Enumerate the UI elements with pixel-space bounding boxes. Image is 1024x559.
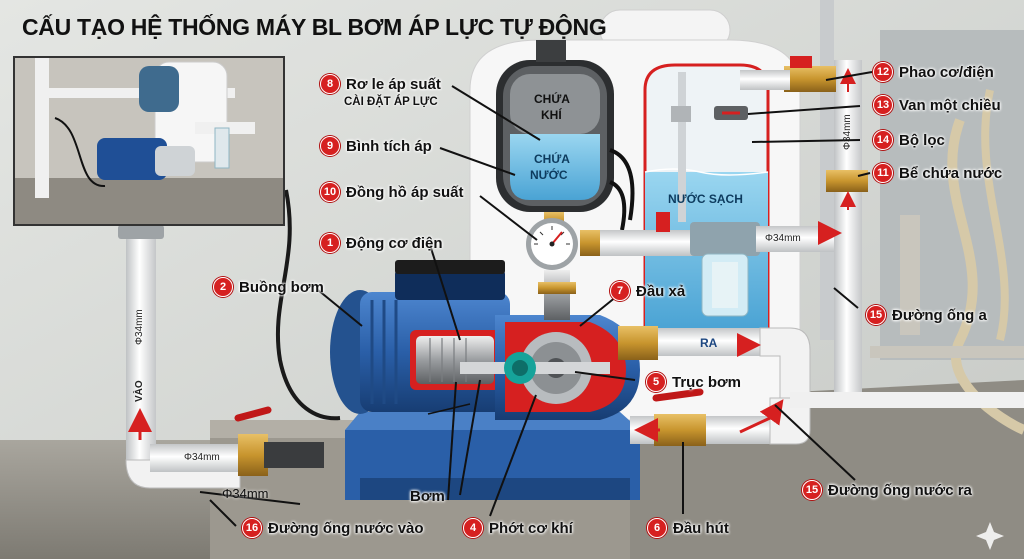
callout-check-valve: 13 Van một chiều bbox=[873, 95, 1001, 115]
callout-number: 15 bbox=[866, 305, 886, 325]
callout-number: 13 bbox=[873, 95, 893, 115]
callout-label: Đường ống nước vào bbox=[268, 519, 424, 537]
callout-number: 8 bbox=[320, 74, 340, 94]
page-title: CẤU TẠO HỆ THỐNG MÁY BL BƠM ÁP LỰC TỰ ĐỘ… bbox=[22, 14, 607, 40]
callout-number: 12 bbox=[873, 62, 893, 82]
callout-label: Động cơ điện bbox=[346, 234, 443, 252]
inlet-horizontal-diameter: Φ34mm bbox=[184, 452, 220, 463]
callout-number: 7 bbox=[610, 281, 630, 301]
callout-suction: 6 Đầu hút bbox=[647, 518, 729, 538]
callout-pressure-gauge: 10 Đồng hồ áp suất bbox=[320, 182, 464, 202]
water-label-line2: NƯỚC bbox=[530, 168, 568, 182]
callout-mechanical-seal: 4 Phớt cơ khí bbox=[463, 518, 573, 538]
callout-number: 9 bbox=[320, 136, 340, 156]
callout-number: 10 bbox=[320, 182, 340, 202]
callout-pump-chamber: 2 Buồng bơm bbox=[213, 277, 324, 297]
callout-number: 1 bbox=[320, 233, 340, 253]
callout-outlet-pipe: 15 Đường ống nước ra bbox=[802, 480, 972, 500]
callout-pump-shaft: 5 Trục bơm bbox=[646, 372, 741, 392]
callout-number: 6 bbox=[647, 518, 667, 538]
pump-label: Bơm bbox=[410, 488, 445, 505]
callout-water-tank: 11 Bể chứa nước bbox=[873, 163, 1002, 183]
callout-pressure-tank: 9 Bình tích áp bbox=[320, 136, 432, 156]
callout-float-switch: 12 Phao cơ/điện bbox=[873, 62, 994, 82]
water-label-line1: CHỨA bbox=[534, 152, 570, 166]
sparkle-icon bbox=[976, 522, 1004, 550]
inlet-vertical-diameter: Φ34mm bbox=[134, 309, 145, 345]
top-pipe-diameter: Φ34mm bbox=[765, 233, 801, 244]
callout-label: Bộ lọc bbox=[899, 131, 945, 149]
right-pipe-diameter: Φ34mm bbox=[842, 114, 853, 150]
callout-label: Đồng hồ áp suất bbox=[346, 183, 464, 201]
callout-number: 16 bbox=[242, 518, 262, 538]
callout-label: Phao cơ/điện bbox=[899, 63, 994, 81]
callout-number: 14 bbox=[873, 130, 893, 150]
inset-photo bbox=[13, 56, 285, 226]
callout-sublabel: CÀI ĐẶT ÁP LỰC bbox=[344, 96, 438, 108]
callout-label: Đường ống nước ra bbox=[828, 481, 972, 499]
clean-water-label: NƯỚC SẠCH bbox=[668, 192, 743, 206]
callout-label: Đường ống a bbox=[892, 306, 987, 324]
callout-discharge: 7 Đầu xả bbox=[610, 281, 685, 301]
callout-label: Bình tích áp bbox=[346, 137, 432, 155]
callout-label: Trục bơm bbox=[672, 373, 742, 391]
callout-number: 4 bbox=[463, 518, 483, 538]
callout-label: Bể chứa nước bbox=[899, 164, 1003, 182]
callout-number: 11 bbox=[873, 163, 893, 183]
callout-filter: 14 Bộ lọc bbox=[873, 130, 945, 150]
callout-number: 15 bbox=[802, 480, 822, 500]
inlet-dimension: Φ34mm bbox=[222, 486, 269, 501]
callout-label: Rơ le áp suất bbox=[346, 75, 441, 93]
callout-label: Phớt cơ khí bbox=[489, 519, 573, 537]
inlet-vertical-label: VÀO bbox=[134, 380, 145, 402]
callout-number: 5 bbox=[646, 372, 666, 392]
callout-pressure-switch: 8 Rơ le áp suất bbox=[320, 74, 441, 94]
callout-number: 2 bbox=[213, 277, 233, 297]
callout-inlet-pipe: 16 Đường ống nước vào bbox=[242, 518, 424, 538]
callout-electric-motor: 1 Động cơ điện bbox=[320, 233, 443, 253]
air-label-line1: CHỨA bbox=[534, 92, 570, 106]
callout-label: Van một chiều bbox=[899, 96, 1001, 114]
air-label-line2: KHÍ bbox=[541, 108, 562, 122]
callout-label: Đầu xả bbox=[636, 282, 686, 300]
callout-label: Đầu hút bbox=[673, 519, 729, 537]
callout-label: Buồng bơm bbox=[239, 278, 324, 296]
outlet-label: RA bbox=[700, 336, 718, 350]
callout-outlet-pipe-a: 15 Đường ống a bbox=[866, 305, 987, 325]
